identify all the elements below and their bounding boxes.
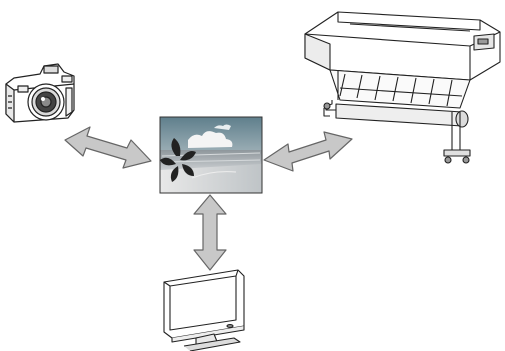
arrow-image-printer: [263, 131, 353, 172]
lcd-monitor-icon: [163, 269, 245, 351]
photo-image-icon: [159, 116, 263, 194]
digital-camera-icon: [5, 63, 75, 123]
large-format-printer-icon: [304, 11, 501, 164]
arrow-image-monitor: [193, 194, 227, 271]
arrow-camera-image: [64, 126, 152, 169]
